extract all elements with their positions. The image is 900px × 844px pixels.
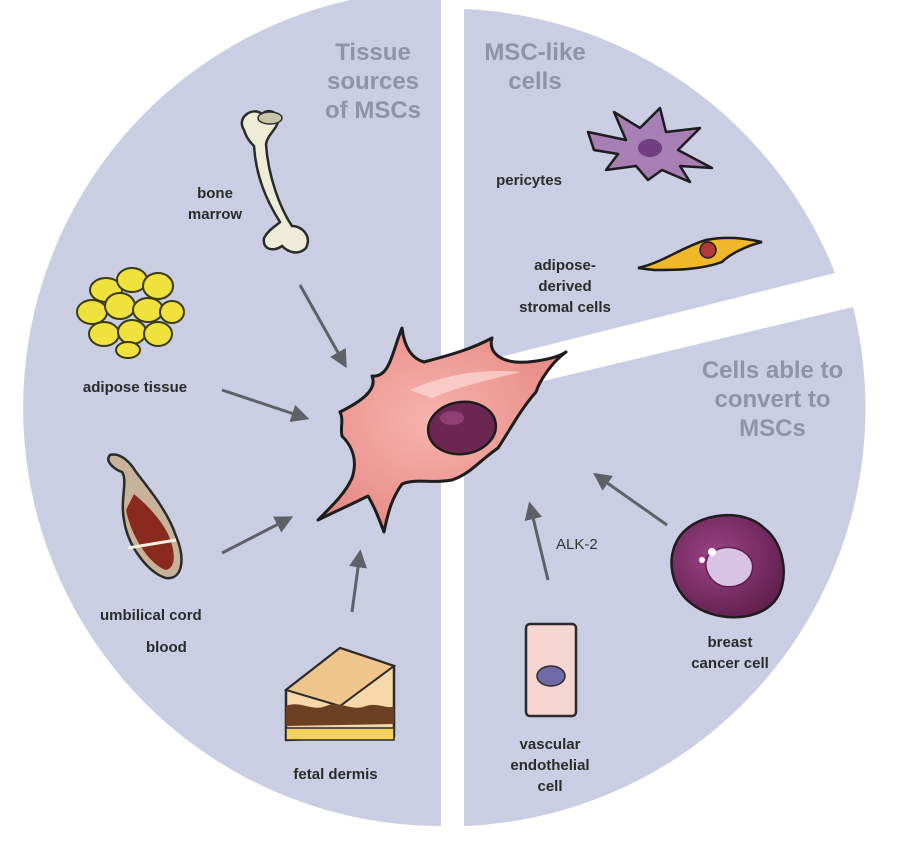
- label-line: cancer cell: [691, 655, 769, 672]
- title-msc-like: MSC-like cells: [470, 38, 600, 96]
- arrow-bone-marrow: [298, 284, 347, 369]
- label-line: marrow: [187, 206, 243, 223]
- title-line: Tissue: [335, 39, 411, 66]
- label-line: vascular: [519, 736, 581, 753]
- title-line: MSCs: [739, 415, 806, 442]
- arrow-breast-cancer: [593, 472, 668, 527]
- umbilical-cord-icon: [107, 453, 183, 580]
- title-line: cells: [508, 68, 562, 95]
- pericyte-icon: [586, 106, 714, 184]
- label-fetal-dermis: fetal dermis: [273, 764, 398, 785]
- title-line: convert to: [714, 386, 831, 413]
- label-line: endothelial: [510, 757, 590, 774]
- label-line: adipose-: [534, 257, 596, 274]
- label-line: pericytes: [496, 172, 562, 189]
- title-tissue-sources: Tissue sources of MSCs: [298, 38, 448, 125]
- endothelial-cell-icon: [524, 622, 578, 718]
- label-bone-marrow: bone marrow: [175, 183, 255, 225]
- arrow-endothelial: [524, 501, 550, 581]
- bone-icon: [240, 110, 309, 254]
- label-adipose-tissue: adipose tissue: [60, 377, 210, 398]
- label-line: cell: [537, 778, 563, 795]
- label-vascular-endothelial: vascular endothelial cell: [495, 734, 605, 797]
- title-line: of MSCs: [325, 97, 421, 124]
- title-convertible: Cells able to convert to MSCs: [680, 356, 865, 443]
- arrow-adipose: [221, 388, 310, 422]
- label-line: umbilical cord: [100, 607, 202, 624]
- msc-cell-icon: [316, 326, 568, 534]
- stromal-cell-icon: [637, 236, 763, 272]
- label-line: blood: [146, 639, 187, 656]
- label-line: adipose tissue: [82, 379, 188, 396]
- fat-cluster-icon: [76, 267, 185, 359]
- label-line: stromal cells: [519, 299, 611, 316]
- label-line: bone: [197, 185, 233, 202]
- label-line: fetal dermis: [293, 766, 378, 783]
- arrow-fetal-dermis: [349, 549, 367, 613]
- label-pericytes: pericytes: [484, 170, 574, 191]
- arrow-umbilical: [221, 516, 294, 555]
- label-adipose-derived: adipose- derived stromal cells: [505, 255, 625, 318]
- label-umbilical-cord-blood: umbilical cord blood: [100, 600, 240, 664]
- title-line: sources: [326, 68, 420, 95]
- label-line: breast: [707, 634, 753, 651]
- title-line: MSC-like: [484, 39, 586, 66]
- skin-section-icon: [283, 646, 397, 742]
- label-alk2: ALK-2: [556, 536, 598, 553]
- breast-cancer-cell-icon: [670, 513, 785, 619]
- title-line: Cells able to: [701, 357, 844, 384]
- section-msc-like: [464, 9, 835, 366]
- section-tissue-sources: [23, 0, 441, 826]
- label-breast-cancer: breast cancer cell: [670, 632, 790, 674]
- label-line: derived: [538, 278, 592, 295]
